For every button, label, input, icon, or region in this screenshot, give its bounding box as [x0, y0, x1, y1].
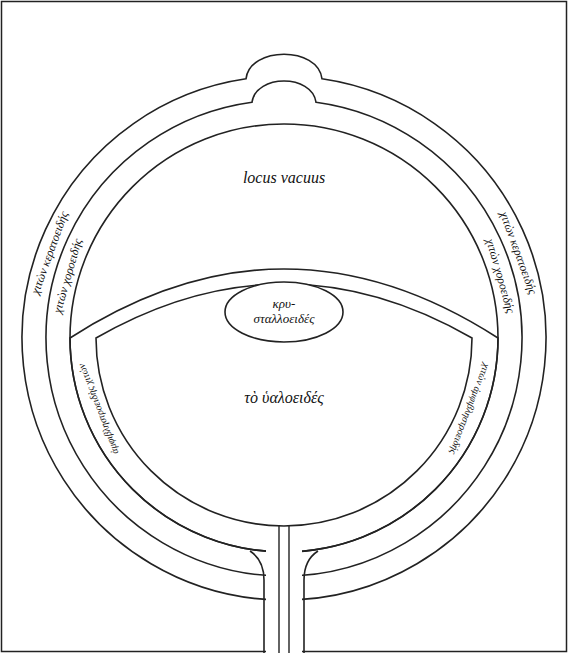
optic-nerve-line: [304, 551, 318, 653]
optic-nerve-line: [278, 526, 279, 653]
retina-outer-line: [70, 269, 498, 552]
lens-label: κρυ- σταλλοειδές: [244, 297, 324, 327]
outer-tunic-line: [22, 54, 546, 600]
region-label: τὸ ὑαλοειδές: [244, 389, 323, 407]
retina-inner-line: [96, 284, 472, 526]
nerve-gap: [266, 528, 302, 653]
region-label: locus vacuus: [243, 169, 325, 187]
choroid-inner-line: [70, 124, 498, 552]
optic-nerve-line: [288, 526, 289, 653]
lens-oval: κρυ- σταλλοειδές: [224, 281, 344, 343]
middle-tunic-line: [46, 81, 522, 576]
optic-nerve-line: [250, 551, 264, 653]
